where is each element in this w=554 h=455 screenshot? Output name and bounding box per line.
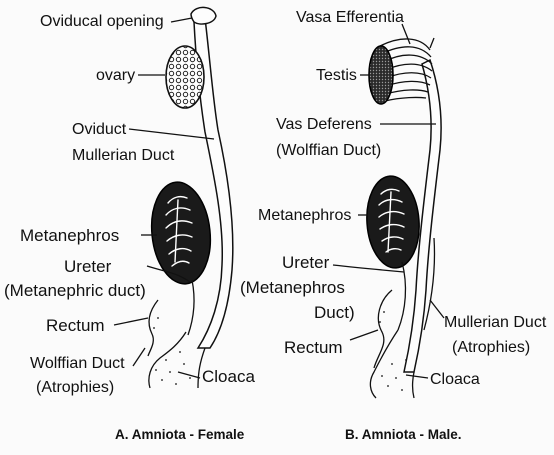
female-rectum-shape (147, 299, 159, 357)
leader-male-mullerian (429, 299, 445, 319)
female-ureter-shape (187, 279, 195, 336)
label-metanephros-duct-2: Duct) (314, 303, 355, 322)
ovary-shape (165, 45, 205, 109)
testis-shape (368, 45, 394, 105)
male-kidney-tubules (378, 188, 405, 253)
leader-female-ureter (146, 265, 191, 283)
male-metanephros-shape (366, 175, 420, 269)
female-oviduct-shape (193, 16, 234, 349)
caption-male: B. Amniota - Male. (345, 427, 462, 442)
male-cloaca-outline-right (411, 371, 415, 399)
oviducal-opening-funnel (190, 6, 217, 25)
label-oviduct: Oviduct (72, 121, 127, 138)
label-female-mullerian-duct: Mullerian Duct (72, 147, 175, 164)
male-rectum-shape (373, 289, 393, 369)
label-male-mullerian-duct: Mullerian Duct (444, 314, 547, 331)
leader-female-wolffian (132, 347, 146, 367)
label-male-wolffian-duct: (Wolffian Duct) (276, 142, 381, 159)
label-male-rectum: Rectum (284, 338, 343, 357)
label-female-rectum: Rectum (46, 316, 105, 335)
leader-male-cloaca (405, 374, 429, 379)
label-male-ureter: Ureter (282, 253, 330, 272)
label-male-atrophies: (Atrophies) (452, 339, 530, 356)
label-testis: Testis (316, 67, 357, 84)
label-female-cloaca: Cloaca (202, 367, 255, 386)
label-metanephric-duct: (Metanephric duct) (4, 281, 146, 300)
label-male-cloaca: Cloaca (430, 371, 480, 388)
male-cloaca-outline (369, 329, 399, 399)
label-female-ureter: Ureter (64, 257, 112, 276)
leader-oviduct (128, 128, 215, 140)
female-diagram: Oviducal opening ovary Oviduct Mullerian… (4, 6, 255, 442)
label-female-atrophies: (Atrophies) (36, 379, 114, 396)
vas-deferens-shape (403, 58, 442, 373)
caption-female: A. Amniota - Female (115, 427, 245, 442)
leader-female-cloaca (177, 371, 201, 379)
leader-oviducal-opening (170, 17, 193, 23)
female-kidney-tubules (165, 195, 193, 267)
label-male-metanephros: Metanephros (258, 207, 351, 224)
label-vas-deferens: Vas Deferens (276, 116, 372, 133)
leader-male-ureter (332, 264, 405, 273)
label-oviducal-opening: Oviducal opening (40, 13, 164, 30)
male-cloaca-stipple (379, 311, 407, 391)
female-metanephros-shape (150, 181, 212, 285)
label-female-metanephros: Metanephros (20, 226, 119, 245)
leader-male-rectum (349, 329, 379, 341)
label-female-wolffian-duct: Wolffian Duct (30, 355, 125, 372)
label-metanephros-duct-1: (Metanephros (240, 278, 345, 297)
label-vasa-efferentia: Vasa Efferentia (296, 9, 404, 26)
leader-vasa-efferentia (401, 23, 411, 45)
female-cloaca-outline-right (197, 347, 206, 389)
male-diagram: Vasa Efferentia Testis Vas Deferens (Wol… (240, 9, 547, 442)
male-ureter-shape (397, 261, 407, 331)
female-cloaca-stipple (153, 317, 191, 385)
male-mullerian-remnant (423, 237, 436, 331)
female-cloaca-outline (148, 331, 187, 389)
leader-female-rectum (113, 317, 149, 326)
label-ovary: ovary (96, 67, 135, 84)
